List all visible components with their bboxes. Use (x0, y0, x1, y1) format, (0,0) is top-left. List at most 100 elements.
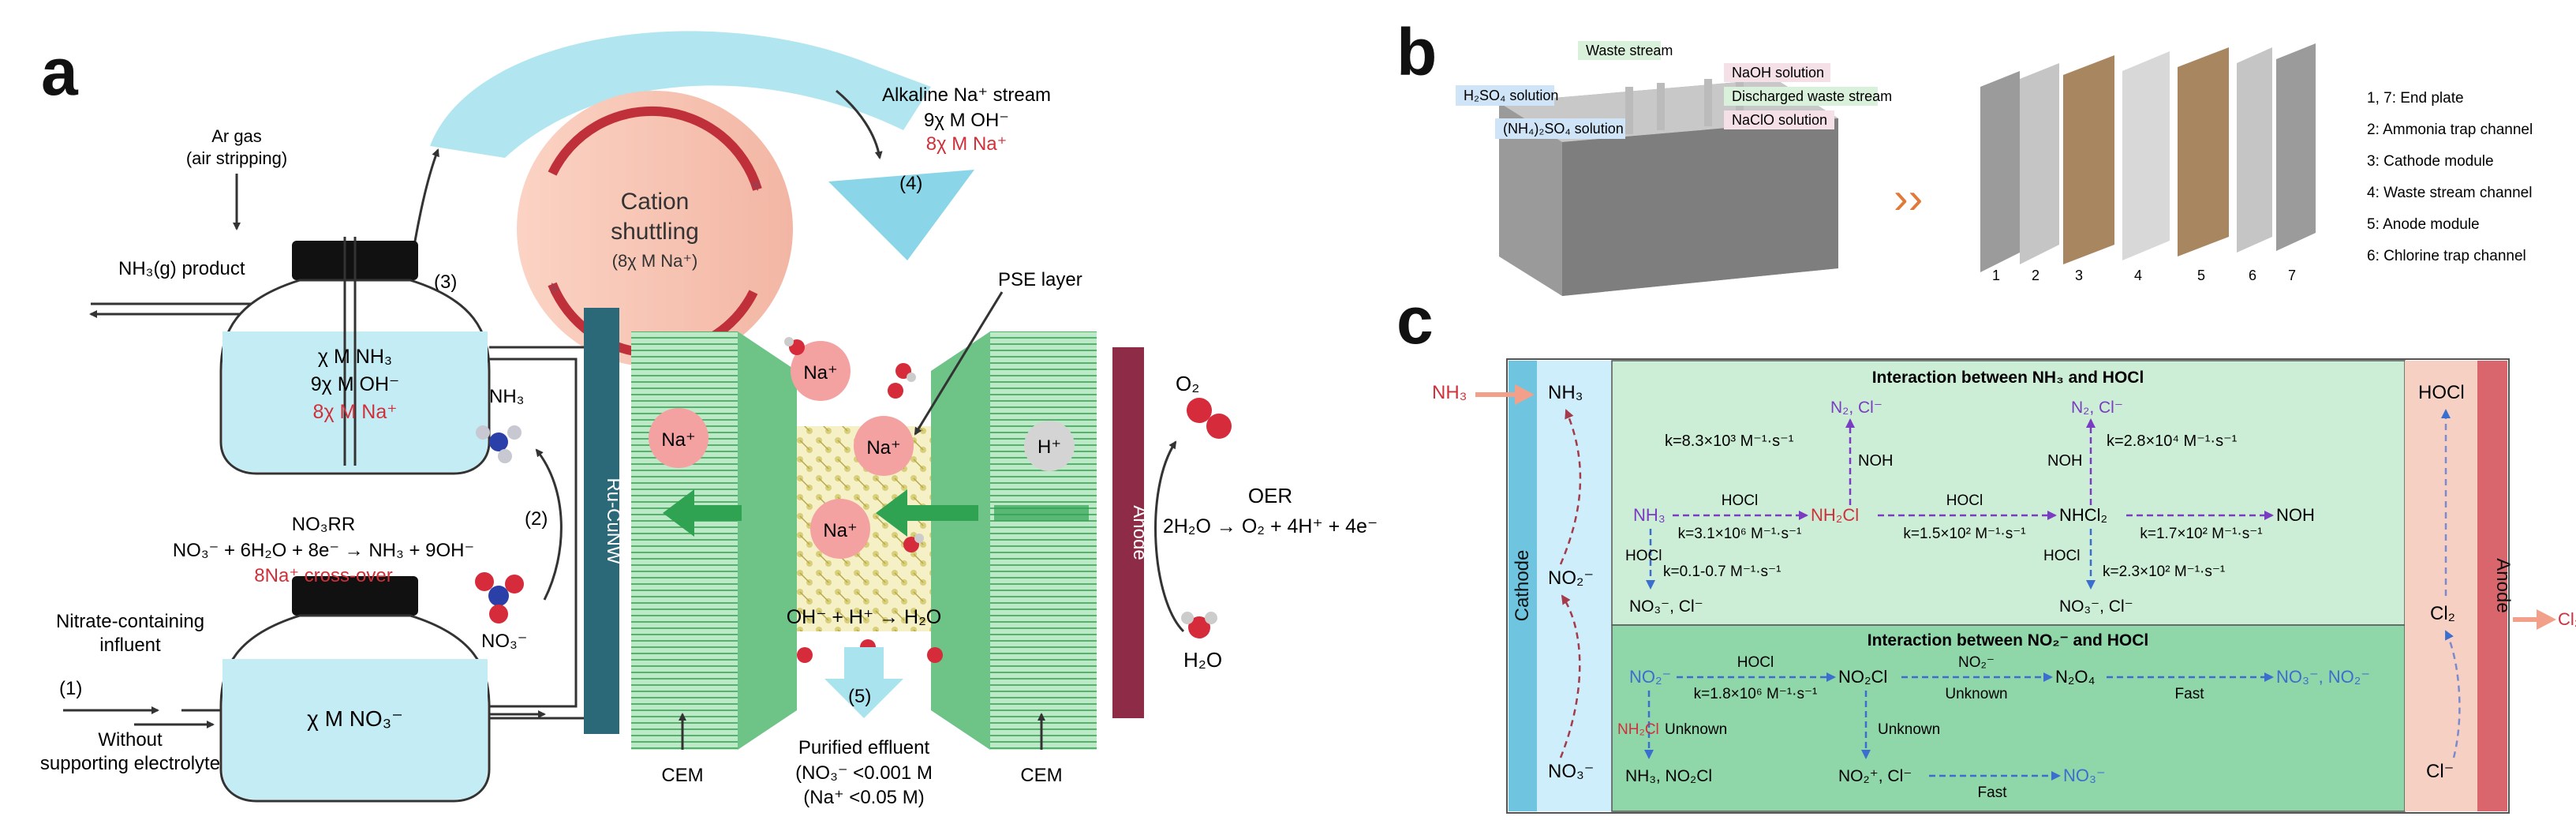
na-ion-2 (791, 341, 851, 401)
hocl-label-4: HOCl (2043, 548, 2080, 564)
cation-label-2: shuttling (611, 219, 699, 245)
top-panel-title: Interaction between NH₃ and HOCl (1872, 369, 2144, 387)
panel-b-legend: 1, 7: End plate 2: Ammonia trap channel … (2367, 90, 2533, 264)
panel-c: c Cathode Anode NH₃ NH₃ NO₂⁻ NO₃⁻ HOCl C… (1396, 283, 2576, 814)
recirculation-arrowhead (828, 170, 974, 260)
bottom-flask-cap (292, 576, 418, 616)
shuttle-arrow-top (548, 106, 762, 191)
cem-right-label: CEM (1020, 765, 1062, 786)
nh3-col-label: NH₃ (1548, 382, 1583, 403)
plate-numbers: 1 2 3 4 5 6 7 (1992, 268, 2296, 283)
no3-cl-product-1: NO₃⁻, Cl⁻ (1629, 597, 1703, 616)
legend-item-6: 6: Chlorine trap channel (2367, 248, 2526, 264)
water-droplets (784, 337, 943, 663)
alkaline-arrow (836, 89, 883, 159)
unknown-label-3: Unknown (1878, 721, 1940, 738)
flow-arrow-right (876, 489, 978, 537)
nh4so4-tag (1495, 118, 1625, 139)
nh3-molecule-label: NH₃ (489, 386, 524, 407)
nh2cl-species: NH₂Cl (1811, 505, 1859, 525)
legend-item-1: 1, 7: End plate (2367, 90, 2464, 107)
o2-label: O₂ (1176, 372, 1199, 395)
plate-num-5: 5 (2197, 268, 2205, 283)
no2-reactant: NO₂⁻ (1629, 667, 1671, 687)
hocl-label-2: HOCl (1946, 492, 1983, 509)
cl2-out-arrow (2513, 609, 2556, 630)
discharged-tag (1724, 87, 1878, 106)
cl-col-label: Cl⁻ (2426, 761, 2454, 782)
nh3-product-label: NH₃(g) product (118, 258, 245, 279)
anode-chamber (2405, 361, 2477, 811)
no2-col-label: NO₂⁻ (1548, 567, 1594, 589)
anode-bar (2477, 361, 2507, 811)
top-flask-text-2: 9χ M OH⁻ (311, 373, 399, 395)
no3rr-equation: NO₃⁻ + 6H₂O + 8e⁻ → NH₃ + 9OH⁻ (173, 540, 474, 561)
na-ion-4 (810, 499, 870, 559)
recirculation-arc (430, 31, 931, 158)
step-1-label: (1) (59, 678, 82, 699)
nh3-no2cl-product: NH₃, NO₂Cl (1625, 767, 1712, 785)
na-label-4: Na⁺ (823, 520, 857, 541)
no3-final: NO₃⁻ (2063, 766, 2106, 785)
without-label-1: Without (98, 729, 163, 751)
pipe-inner (489, 358, 578, 708)
noh-label-1: NOH (1858, 452, 1893, 470)
legend-item-4: 4: Waste stream channel (2367, 185, 2532, 201)
bottom-panel-title: Interaction between NO₂⁻ and HOCl (1868, 631, 2148, 650)
reduction-arrow (535, 448, 563, 601)
anode-electrode-a (1112, 347, 1144, 718)
bottom-flask: χ M NO₃⁻ (219, 576, 491, 803)
n2o4-species: N₂O₄ (2055, 667, 2096, 687)
purified-label-2: (NO₃⁻ <0.001 M (795, 762, 933, 784)
na-label-2: Na⁺ (803, 362, 837, 384)
cem-right (990, 331, 1097, 750)
panel-c-label: c (1396, 283, 1434, 358)
ru-cunw-label: Ru-CuNW (603, 477, 624, 564)
hocl-label-b: HOCl (1737, 654, 1774, 671)
top-flask-text-3: 8χ M Na⁺ (313, 401, 398, 423)
k2-label: k=1.5×10² M⁻¹·s⁻¹ (1903, 526, 2025, 542)
panel-b: b Waste stream H₂SO₄ solution NaOH solut… (1396, 15, 2533, 296)
purified-label-1: Purified effluent (798, 737, 930, 758)
fast-label-2: Fast (1978, 784, 2008, 801)
final-products: NO₃⁻, NO₂⁻ (2276, 667, 2370, 687)
noh-end-label: NOH (2276, 505, 2315, 525)
naclo-label: NaClO solution (1732, 112, 1827, 128)
ar-gas-label: Ar gas (211, 126, 262, 146)
panel-b-label: b (1396, 15, 1437, 89)
h2o-h2 (1205, 612, 1217, 624)
hocl-label-3: HOCl (1625, 548, 1662, 564)
neutralization-eq: OH⁻ + H⁺ → H₂O (787, 606, 942, 628)
pse-pointer (914, 291, 1004, 436)
hocl-label-1: HOCl (1722, 492, 1758, 509)
ru-cunw-electrode (584, 308, 619, 734)
naoh-label: NaOH solution (1732, 65, 1824, 81)
step-4-label: (4) (899, 173, 922, 194)
o2-atom-1 (1187, 398, 1212, 423)
fast-label-1: Fast (2175, 686, 2205, 702)
plate-num-6: 6 (2249, 268, 2256, 283)
cem-right-bevel (931, 331, 990, 750)
anode-oxidation-arrow-1 (2444, 630, 2461, 758)
cation-label-3: (8χ M Na⁺) (612, 251, 698, 271)
cation-shuttling-circle (517, 91, 793, 367)
no2cl-species: NO₂Cl (1838, 667, 1887, 687)
h2o-label: H₂O (1183, 648, 1222, 672)
panel-a: a Cation shuttling (8χ M Na⁺) Ar gas (ai… (40, 31, 1378, 808)
alkaline-label-2: 9χ M OH⁻ (924, 110, 1009, 131)
step-2-label: (2) (525, 508, 548, 530)
no3-cl-product-2: NO₃⁻, Cl⁻ (2059, 597, 2133, 616)
nh3-reactant: NH₃ (1633, 505, 1666, 525)
cl2-col-label: Cl₂ (2430, 603, 2455, 624)
flow-arrow-left (663, 489, 742, 537)
without-label-2: supporting electrolyte (40, 753, 220, 774)
unknown-label-1: Unknown (1945, 686, 2007, 702)
discharged-label: Discharged waste stream (1732, 88, 1892, 104)
no3rr-title: NO₃RR (292, 514, 355, 535)
cem-left-bevel (738, 331, 797, 750)
cation-label-1: Cation (621, 189, 690, 215)
legend-item-2: 2: Ammonia trap channel (2367, 122, 2533, 138)
n2-product-1: N₂, Cl⁻ (1830, 399, 1882, 417)
